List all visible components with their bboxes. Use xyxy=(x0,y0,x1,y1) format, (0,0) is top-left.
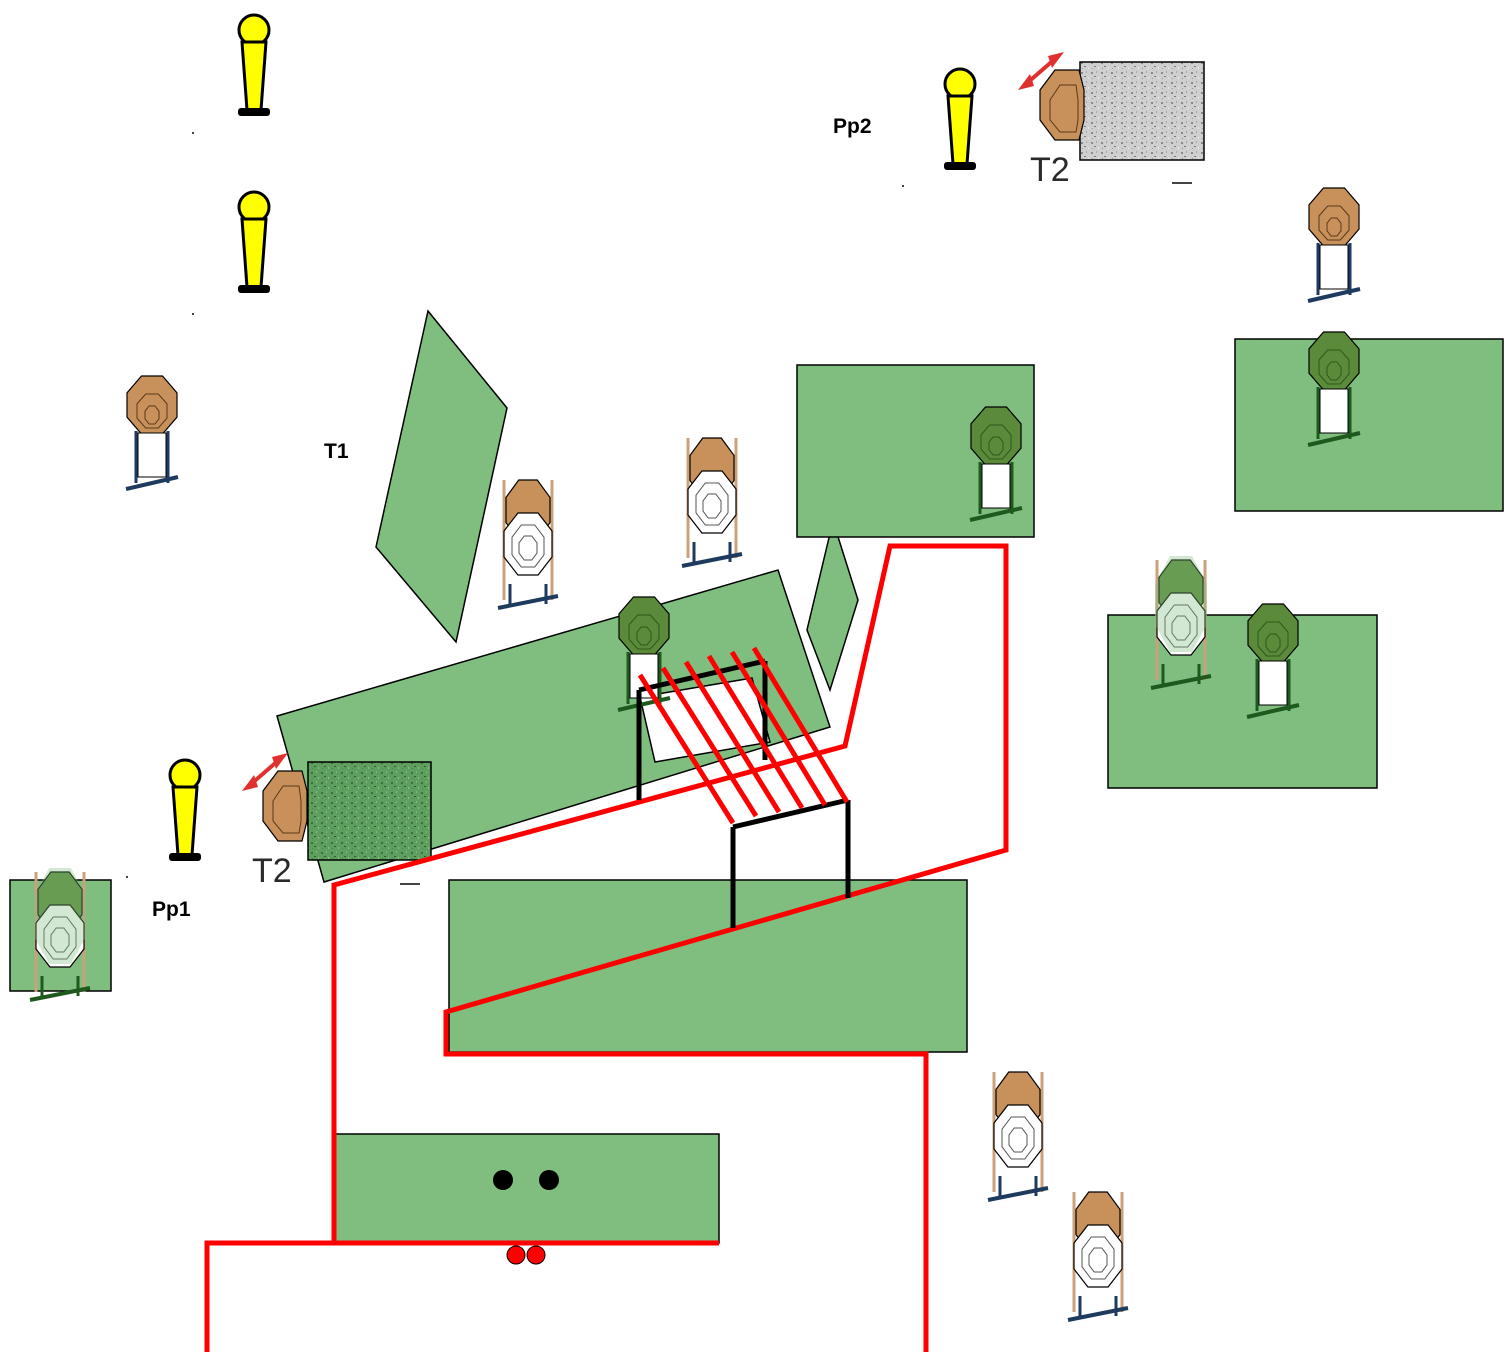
swinging-target-pp2 xyxy=(1039,69,1085,141)
barrier-start xyxy=(333,1133,720,1244)
pp1-label: Pp1 xyxy=(152,898,191,921)
t2-right-label: T2 xyxy=(1030,151,1070,189)
popper-pp1 xyxy=(168,758,202,861)
popper-left-1 xyxy=(237,13,271,116)
fault-line-left xyxy=(204,543,1009,1352)
barrier-small-sliver xyxy=(806,518,859,693)
swing-arrow-pp1 xyxy=(242,753,288,791)
target-left-1 xyxy=(125,375,179,491)
swinger-group-pp1: T2 xyxy=(126,753,432,890)
stair-rungs xyxy=(637,646,850,825)
t1-label: T1 xyxy=(324,440,349,463)
barrier-t1-diagonal xyxy=(375,309,508,644)
target-right-middle-2 xyxy=(1246,603,1300,719)
target-top-right-1 xyxy=(1307,187,1361,303)
target-ns-center-left xyxy=(497,479,559,610)
start-dot-black-1 xyxy=(493,1170,513,1190)
start-dot-red-2 xyxy=(526,1245,546,1265)
swinging-target-pp1 xyxy=(262,770,308,842)
t2-left-label: T2 xyxy=(252,852,292,890)
target-long-barrier xyxy=(617,596,671,712)
start-dot-red-1 xyxy=(506,1245,526,1265)
target-ns-bottom-right-2 xyxy=(1067,1191,1129,1322)
swinger-group-pp2: T2 xyxy=(902,52,1205,189)
target-ns-left-small xyxy=(29,868,91,1002)
steel-plate-pp1 xyxy=(307,761,432,861)
target-ns-bottom-right-1 xyxy=(987,1071,1049,1202)
target-ns-right-middle xyxy=(1150,556,1212,690)
pp2-label: Pp2 xyxy=(833,115,872,138)
barrier-right-middle xyxy=(1107,614,1378,789)
popper-pp2 xyxy=(943,67,977,170)
barrier-top-right xyxy=(1234,338,1504,512)
start-dot-black-2 xyxy=(539,1170,559,1190)
barriers xyxy=(9,309,1504,1244)
start-position-dots xyxy=(493,1170,559,1265)
target-ns-center xyxy=(681,437,743,568)
target-top-center xyxy=(969,406,1023,522)
swing-arrow-pp2 xyxy=(1018,52,1064,90)
fault-lines xyxy=(204,543,1009,1352)
steel-plate-pp2 xyxy=(1079,61,1205,161)
popper-left-2 xyxy=(237,190,271,293)
barrier-center xyxy=(448,879,968,1053)
target-top-right-2 xyxy=(1307,331,1361,447)
